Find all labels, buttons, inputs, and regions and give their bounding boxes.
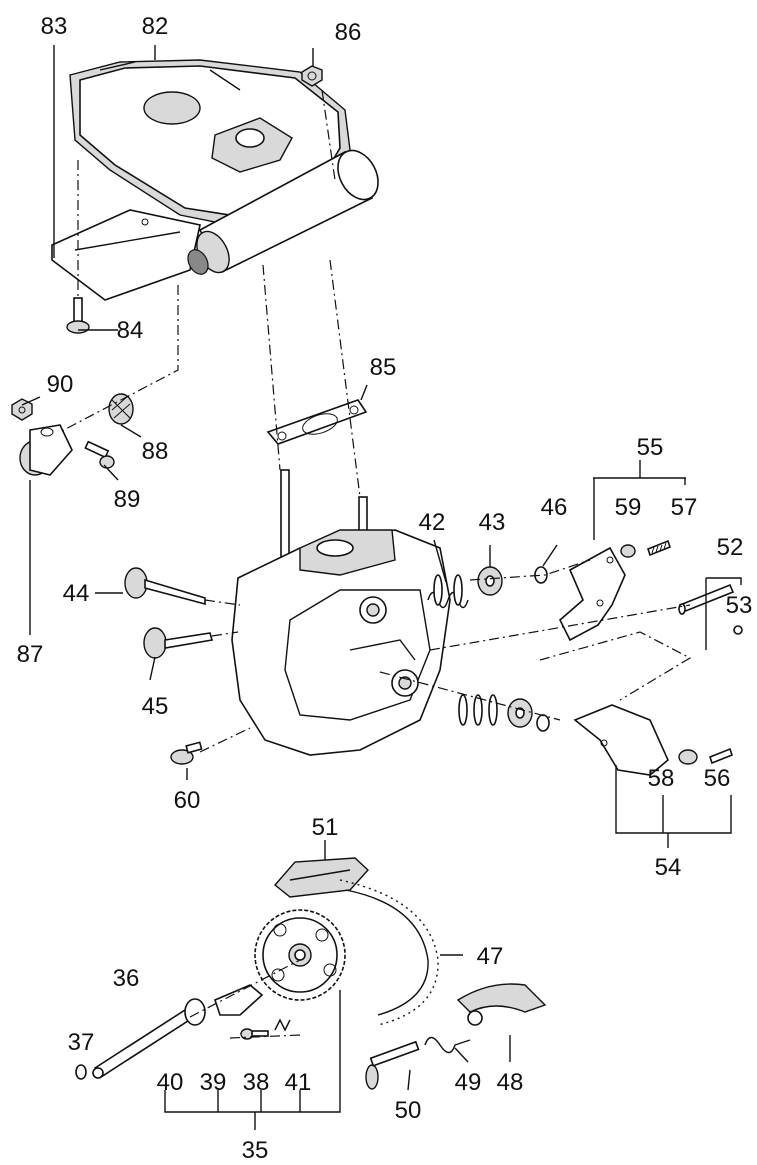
label-53: 53 (726, 592, 753, 619)
label-60: 60 (174, 787, 201, 814)
part-number-labels: 83 82 86 84 85 90 88 89 87 55 59 57 42 4… (17, 13, 753, 1164)
screen-88 (108, 393, 134, 425)
label-55: 55 (637, 434, 664, 461)
camshaft-36 (92, 1008, 193, 1079)
rocker-arm-54 (573, 704, 669, 776)
muffler-shield (69, 59, 351, 226)
label-83: 83 (41, 13, 68, 40)
pin-38 (240, 1028, 269, 1040)
chain-guide-51 (273, 857, 369, 898)
label-37: 37 (68, 1029, 95, 1056)
washer-37 (75, 1064, 87, 1080)
bolt-84 (66, 297, 90, 334)
label-42: 42 (419, 509, 446, 536)
label-45: 45 (142, 693, 169, 720)
valve-spring-upper (427, 574, 469, 609)
label-43: 43 (479, 509, 506, 536)
label-85: 85 (370, 354, 397, 381)
decomp-weight-39 (214, 984, 264, 1016)
label-51: 51 (312, 814, 339, 841)
valve-spring-lower (458, 694, 498, 726)
muffler-tail-pipe (187, 149, 379, 275)
ring-40 (184, 998, 206, 1026)
tensioner-arm-48 (456, 983, 547, 1026)
label-47: 47 (477, 943, 504, 970)
label-36: 36 (113, 965, 140, 992)
label-48: 48 (497, 1069, 524, 1096)
adjuster-57 (647, 539, 671, 557)
label-90: 90 (47, 371, 74, 398)
cam-sprocket (254, 909, 346, 1001)
valve-keepers-46 (534, 566, 550, 732)
nut-86 (301, 65, 323, 87)
bolt-89 (84, 440, 115, 469)
label-41: 41 (285, 1069, 312, 1096)
rocker-arm-55 (559, 546, 626, 642)
label-39: 39 (200, 1069, 227, 1096)
adjuster-56 (709, 747, 733, 765)
label-89: 89 (114, 486, 141, 513)
label-40: 40 (157, 1069, 184, 1096)
label-35: 35 (242, 1137, 269, 1164)
label-46: 46 (541, 494, 568, 521)
label-56: 56 (704, 765, 731, 792)
tensioner-pivot-50 (365, 1040, 420, 1090)
exhaust-valve-45 (143, 627, 214, 659)
label-44: 44 (63, 580, 90, 607)
label-50: 50 (395, 1097, 422, 1124)
exhaust-gasket (266, 399, 368, 445)
nut-59 (620, 544, 636, 558)
label-84: 84 (117, 317, 144, 344)
label-52: 52 (717, 534, 744, 561)
cam-chain-47 (339, 879, 439, 1026)
spring-41 (274, 1018, 291, 1032)
intake-valve-44 (124, 567, 206, 606)
tensioner-spring-49 (424, 1036, 471, 1054)
cylinder-head (231, 529, 451, 756)
bolt-60 (170, 741, 203, 765)
label-87: 87 (17, 641, 44, 668)
label-82: 82 (142, 13, 169, 40)
label-57: 57 (671, 494, 698, 521)
assembly-dash-lines (59, 89, 692, 1039)
label-49: 49 (455, 1069, 482, 1096)
label-88: 88 (142, 438, 169, 465)
label-54: 54 (655, 854, 682, 881)
label-86: 86 (335, 19, 362, 46)
spark-arrester-body (19, 424, 73, 476)
clip-53 (733, 625, 743, 635)
muffler-bracket-plate (51, 209, 201, 301)
nut-90 (11, 398, 33, 421)
nut-58 (678, 749, 698, 765)
label-58: 58 (648, 765, 675, 792)
spring-retainer-43 (477, 566, 533, 728)
leader-lines (21, 45, 742, 1130)
label-59: 59 (615, 494, 642, 521)
label-38: 38 (243, 1069, 270, 1096)
